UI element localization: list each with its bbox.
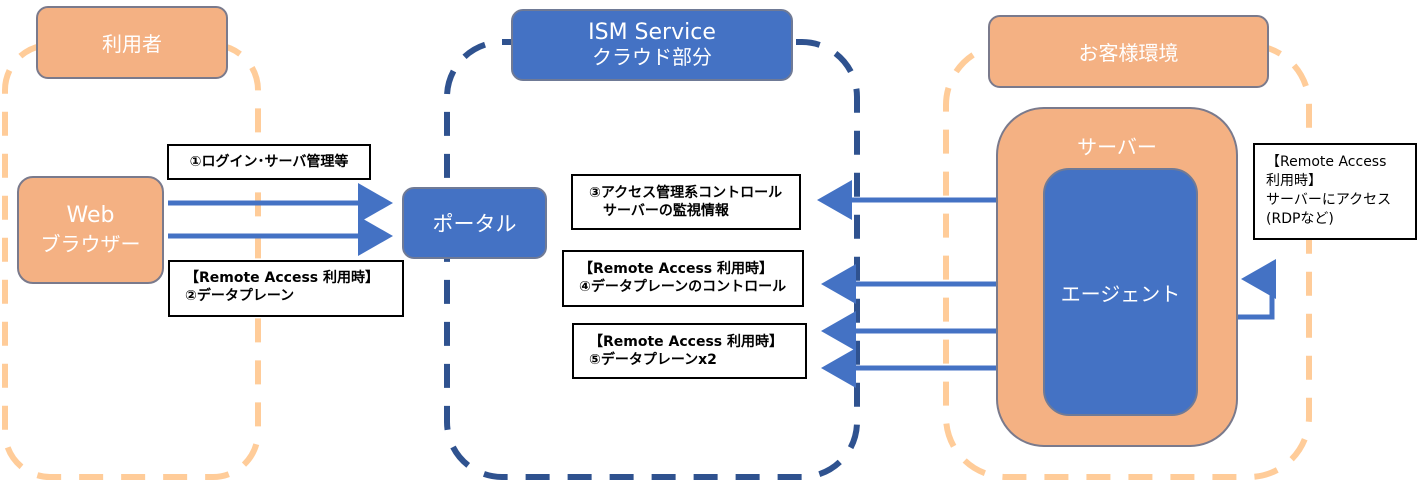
flow-1-label: ①ログイン･サーバ管理等 (167, 144, 371, 180)
flow-3-text-line1: ③アクセス管理系コントロール (589, 185, 783, 201)
customer-group-header: お客様環境 (988, 15, 1269, 88)
rdp-note-line1: 【Remote Access (1266, 154, 1387, 170)
rdp-note-line4: (RDPなど) (1266, 211, 1334, 227)
server-label: サーバー (1077, 135, 1157, 159)
agent-label: エージェント (1060, 281, 1181, 306)
user-group-boundary (2, 42, 261, 480)
flow-2-text-line2: ②データプレーン (185, 288, 295, 304)
flow-4-label: 【Remote Access 利用時】 ④データプレーンのコントロール (562, 250, 804, 307)
web-browser-node: Web ブラウザー (17, 176, 164, 284)
cloud-group-title: ISM Service (588, 20, 716, 45)
customer-group-title: お客様環境 (1078, 41, 1179, 65)
flow-3-text-line2: サーバーの監視情報 (589, 203, 729, 219)
flow-4-text-line1: 【Remote Access 利用時】 (579, 261, 774, 277)
browser-label-line2: ブラウザー (40, 232, 141, 256)
rdp-note-line2: 利用時】 (1266, 173, 1322, 189)
cloud-group-header: ISM Service クラウド部分 (511, 9, 793, 81)
flow-4-text-line2: ④データプレーンのコントロール (579, 279, 787, 295)
rdp-note-line3: サーバーにアクセス (1266, 192, 1392, 208)
rdp-access-note: 【Remote Access 利用時】 サーバーにアクセス (RDPなど) (1253, 143, 1417, 240)
flow-3-label: ③アクセス管理系コントロール サーバーの監視情報 (571, 174, 801, 230)
flow-5-text-line1: 【Remote Access 利用時】 (589, 334, 784, 350)
flow-5-label: 【Remote Access 利用時】 ⑤データプレーンx2 (572, 323, 807, 379)
agent-node: エージェント (1043, 168, 1198, 416)
user-group-title: 利用者 (102, 32, 162, 56)
flow-2-label: 【Remote Access 利用時】 ②データプレーン (168, 260, 404, 317)
customer-group-boundary (943, 42, 1312, 480)
flow-5-text-line2: ⑤データプレーンx2 (589, 352, 717, 368)
flow-2-text-line1: 【Remote Access 利用時】 (185, 270, 380, 286)
portal-label: ポータル (432, 212, 517, 236)
portal-node: ポータル (402, 187, 547, 259)
flow-1-text: ①ログイン･サーバ管理等 (189, 154, 349, 170)
browser-label-line1: Web (66, 203, 115, 228)
cloud-group-subtitle: クラウド部分 (592, 45, 712, 69)
rdp-loop-arrow (1206, 259, 1276, 320)
user-group-header: 利用者 (36, 6, 228, 79)
